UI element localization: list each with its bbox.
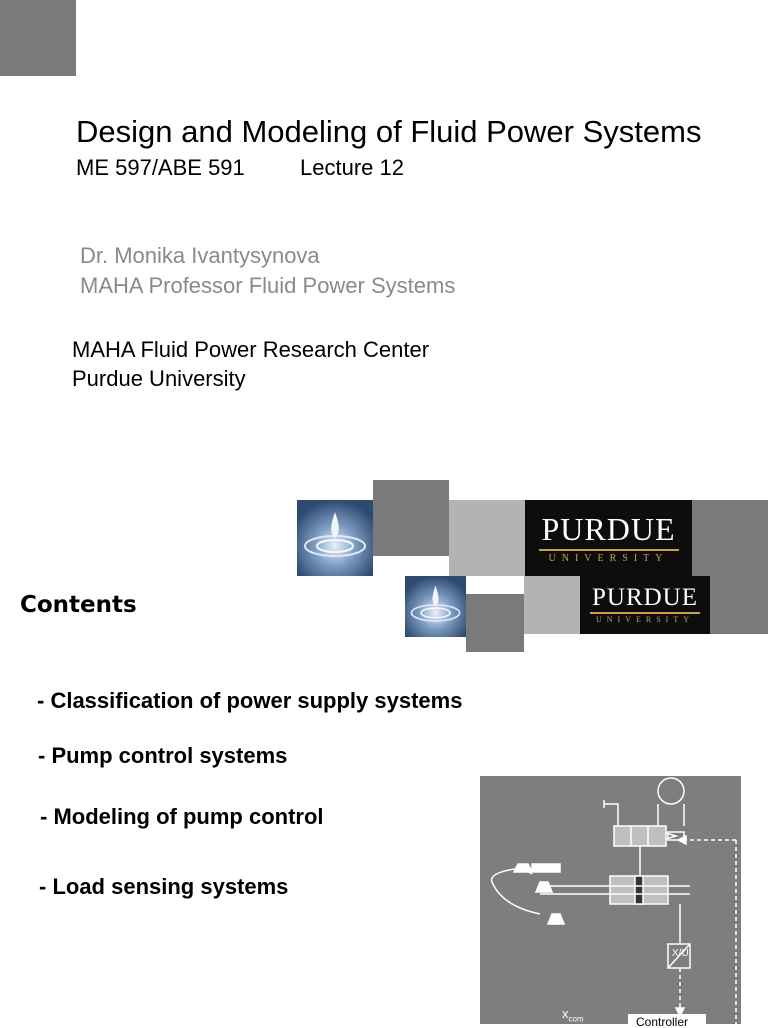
- contents-item: - Classification of power supply systems: [37, 688, 463, 713]
- pump-control-schematic: X/U xcom Controller: [480, 776, 741, 1028]
- command-signal-subscript: com: [568, 1014, 584, 1024]
- corner-square: [0, 0, 76, 76]
- banner-small-square-dark: [466, 594, 524, 652]
- purdue-logo: PURDUE UNIVERSITY: [525, 500, 692, 576]
- logo-wordmark: PURDUE: [541, 511, 676, 547]
- contents-item: - Load sensing systems: [39, 874, 289, 899]
- banner-small-square-dark-right: [710, 576, 768, 634]
- logo-wordmark-small: PURDUE: [591, 584, 698, 611]
- controller-block: Controller: [628, 1014, 706, 1028]
- author-role: MAHA Professor Fluid Power Systems: [80, 273, 456, 298]
- command-signal-label: xcom: [562, 1006, 584, 1024]
- contents-heading: Contents: [20, 592, 137, 618]
- logo-rule-small: [590, 612, 700, 614]
- contents-item: - Modeling of pump control: [40, 804, 324, 829]
- university-name: Purdue University: [72, 366, 246, 391]
- transducer-label: X/U: [672, 948, 689, 959]
- author-name: Dr. Monika Ivantysynova: [80, 243, 320, 268]
- command-signal-symbol: x: [562, 1006, 569, 1021]
- lecture-number: Lecture 12: [300, 155, 404, 180]
- slide-title: Design and Modeling of Fluid Power Syste…: [76, 114, 702, 149]
- logo-subtext: UNIVERSITY: [548, 553, 669, 564]
- logo-subtext-small: UNIVERSITY: [596, 615, 694, 624]
- banner-square-light: [449, 500, 525, 576]
- water-drop-image: [297, 500, 373, 576]
- research-center: MAHA Fluid Power Research Center: [72, 337, 430, 362]
- purdue-logo-small: PURDUE UNIVERSITY: [580, 576, 710, 634]
- controller-label: Controller: [636, 1015, 689, 1028]
- course-code: ME 597/ABE 591: [76, 155, 245, 180]
- logo-rule: [538, 549, 679, 551]
- water-drop-image-small: [405, 576, 466, 637]
- schematic-drawing: [490, 777, 737, 1024]
- banner-square-dark-right: [692, 500, 768, 576]
- banner-square-dark: [373, 480, 449, 556]
- banner-small-square-light: [524, 576, 580, 634]
- contents-item: - Pump control systems: [38, 743, 288, 768]
